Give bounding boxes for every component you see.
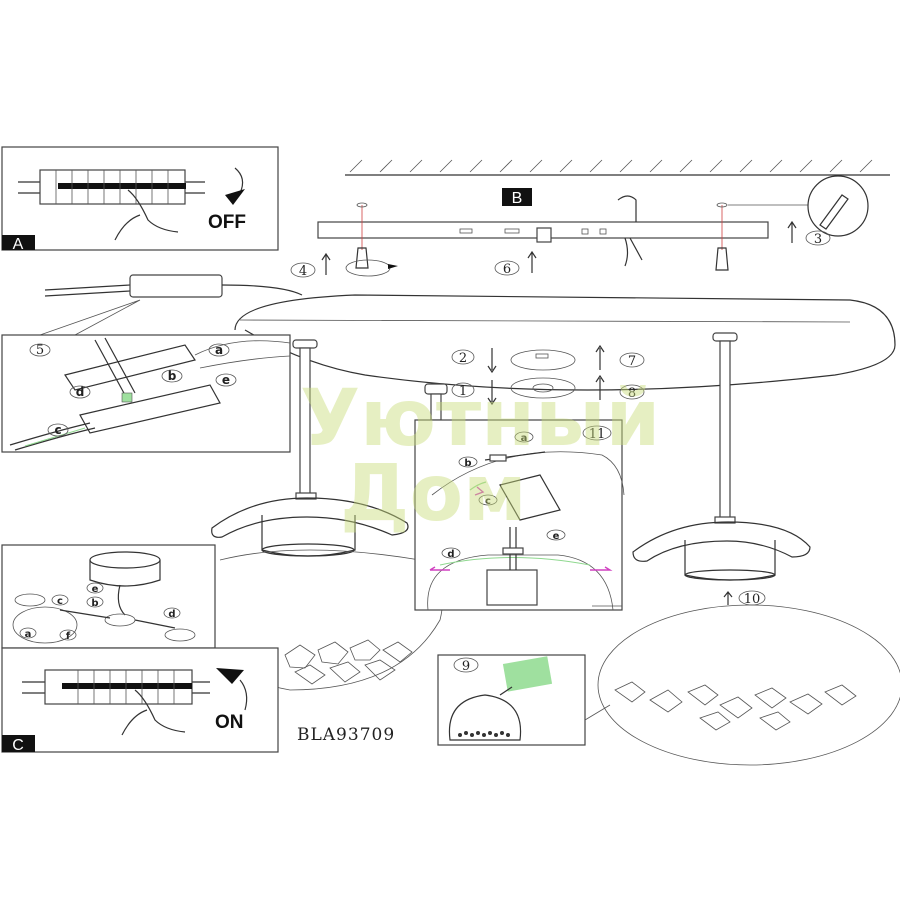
off-label: OFF xyxy=(208,212,246,233)
step-3: 3 xyxy=(805,230,831,247)
svg-text:b: b xyxy=(91,598,98,609)
svg-text:c: c xyxy=(57,596,63,607)
svg-text:11: 11 xyxy=(589,427,606,442)
canopy xyxy=(234,294,896,391)
rotate-arrow-icon xyxy=(239,679,248,711)
arrow-up-icon xyxy=(321,252,331,275)
svg-text:6: 6 xyxy=(503,262,511,277)
panel-c: ON C xyxy=(1,647,279,754)
crystals xyxy=(284,639,413,685)
breaker-strip xyxy=(18,169,205,205)
pendant-left xyxy=(211,339,443,691)
panel-step-11: 11 a b c d e xyxy=(414,419,625,611)
svg-text:Уютный: Уютный xyxy=(300,374,660,464)
wall-plug-magnifier xyxy=(728,175,869,237)
svg-text:1: 1 xyxy=(459,384,467,399)
svg-text:b: b xyxy=(464,458,471,469)
watermark: Уютный Дом xyxy=(300,374,660,539)
panel-wiring: e b c d a f xyxy=(1,544,216,649)
svg-text:d: d xyxy=(168,609,175,620)
panel-b-label: B xyxy=(502,188,532,207)
svg-text:e: e xyxy=(553,531,560,542)
svg-text:e: e xyxy=(92,584,99,595)
svg-text:Дом: Дом xyxy=(340,449,527,539)
svg-text:a: a xyxy=(215,343,223,357)
pendant-right: 10 xyxy=(632,332,811,607)
hand-icon xyxy=(121,689,186,736)
model-number: BLA93709 xyxy=(297,725,395,745)
svg-text:B: B xyxy=(512,190,523,207)
panel-a-label: A xyxy=(13,236,24,253)
globe-right xyxy=(592,604,900,766)
svg-text:d: d xyxy=(76,385,85,399)
svg-text:a: a xyxy=(521,433,528,444)
step-6: 6 xyxy=(494,260,520,277)
mounting-bar xyxy=(317,195,769,267)
svg-text:c: c xyxy=(485,496,491,507)
step-1-8-rotation: 1 8 xyxy=(424,374,645,421)
svg-text:3: 3 xyxy=(814,232,822,247)
arrow-up-icon xyxy=(527,250,537,273)
svg-text:d: d xyxy=(447,549,454,560)
svg-text:5: 5 xyxy=(36,343,44,358)
panel-step-5: 5 a b c d e xyxy=(1,299,291,453)
breaker-strip xyxy=(22,669,210,705)
svg-text:8: 8 xyxy=(628,386,636,401)
panel-step-9: 9 xyxy=(437,654,611,746)
panel-a: OFF A xyxy=(1,146,279,253)
screw-left xyxy=(345,247,398,277)
svg-text:2: 2 xyxy=(459,351,467,366)
svg-text:7: 7 xyxy=(628,354,636,369)
hand-icon xyxy=(114,189,179,241)
ceiling xyxy=(345,159,890,176)
driver-box xyxy=(44,274,303,298)
crystals xyxy=(614,681,857,731)
arrow-up-icon xyxy=(787,220,797,243)
on-label: ON xyxy=(215,712,244,733)
svg-text:f: f xyxy=(66,631,71,642)
step-2-7-rotation: 2 7 xyxy=(451,344,645,374)
svg-text:b: b xyxy=(168,369,177,383)
svg-text:4: 4 xyxy=(299,264,307,279)
svg-text:a: a xyxy=(25,629,32,640)
svg-text:10: 10 xyxy=(744,592,761,607)
step-4: 4 xyxy=(290,262,316,279)
svg-text:9: 9 xyxy=(462,659,470,674)
svg-text:c: c xyxy=(54,423,61,437)
panel-c-label: C xyxy=(12,737,24,754)
svg-text:e: e xyxy=(222,373,230,387)
screw-right xyxy=(715,247,729,271)
